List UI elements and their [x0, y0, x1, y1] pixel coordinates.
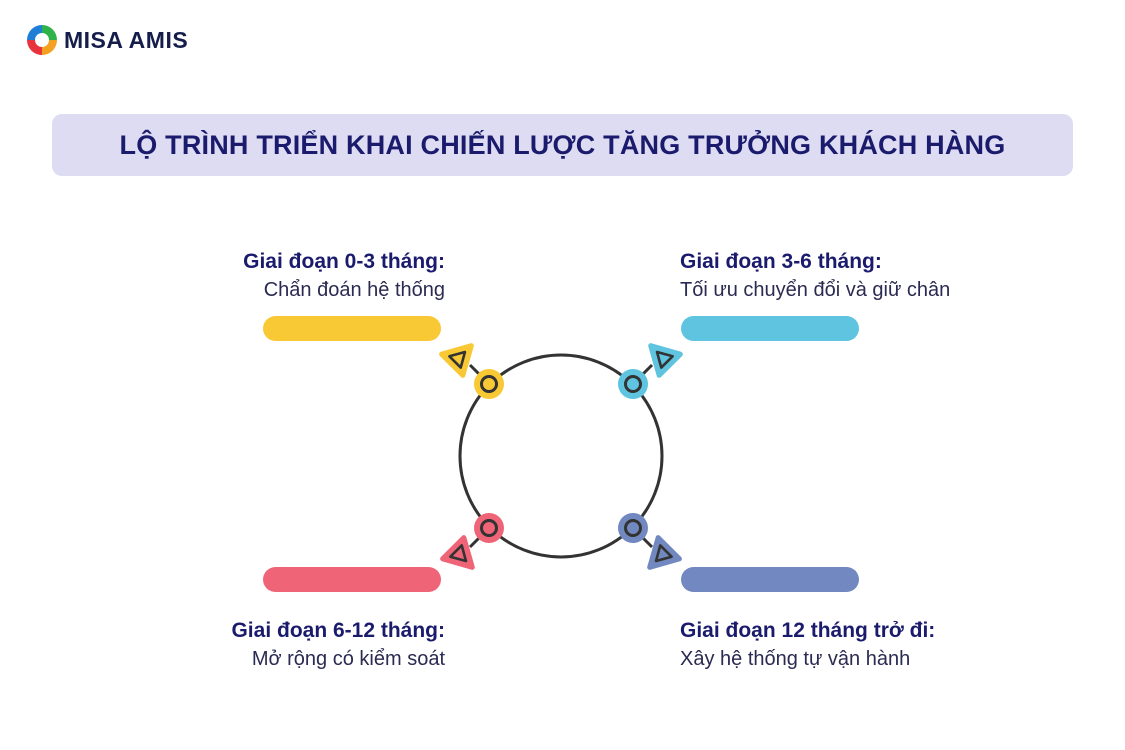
stage-4-heading: Giai đoạn 12 tháng trở đi:	[680, 619, 936, 642]
stage-3-heading: Giai đoạn 6-12 tháng:	[231, 619, 445, 642]
stage-1-label: Giai đoạn 0-3 tháng: Chẩn đoán hệ thống	[115, 248, 445, 304]
stage-4-arrow-icon	[647, 535, 682, 570]
stage-3-node-ring	[480, 519, 498, 537]
stage-1-node-ring	[480, 375, 498, 393]
stage-2-graphic	[618, 316, 859, 399]
stage-2-arrow-icon	[648, 343, 683, 378]
stage-3-label: Giai đoạn 6-12 tháng: Mở rộng có kiểm so…	[115, 617, 445, 673]
stage-3-subtitle: Mở rộng có kiểm soát	[251, 648, 445, 670]
stage-4-graphic	[618, 513, 859, 592]
stage-1-node	[474, 369, 504, 399]
stage-4-label: Giai đoạn 12 tháng trở đi: Xây hệ thống …	[680, 617, 1010, 673]
stage-4-node	[618, 513, 648, 543]
brand-logo: MISA AMIS	[24, 22, 188, 58]
stage-4-subtitle: Xây hệ thống tự vận hành	[680, 648, 911, 670]
stage-3-graphic	[263, 513, 504, 592]
stage-2-node-ring	[624, 375, 642, 393]
stage-2-label: Giai đoạn 3-6 tháng: Tối ưu chuyển đổi v…	[680, 248, 1010, 304]
stage-4-node-ring	[624, 519, 642, 537]
stage-1-heading: Giai đoạn 0-3 tháng:	[243, 250, 445, 273]
stage-1-bar	[263, 316, 441, 341]
misa-logo-icon	[27, 25, 57, 55]
stage-3-arrow-icon	[440, 535, 475, 570]
title-banner: LỘ TRÌNH TRIỂN KHAI CHIẾN LƯỢC TĂNG TRƯỞ…	[52, 114, 1073, 176]
stage-3-bar	[263, 567, 441, 592]
stage-3-node	[474, 513, 504, 543]
stage-1-subtitle: Chẩn đoán hệ thống	[263, 279, 445, 301]
stage-2-subtitle: Tối ưu chuyển đổi và giữ chân	[680, 279, 951, 301]
stage-1-graphic	[263, 316, 504, 399]
stage-2-bar	[681, 316, 859, 341]
stage-2-heading: Giai đoạn 3-6 tháng:	[680, 250, 882, 273]
page-title: LỘ TRÌNH TRIỂN KHAI CHIẾN LƯỢC TĂNG TRƯỞ…	[119, 129, 1006, 160]
brand-name: MISA AMIS	[64, 26, 189, 53]
center-circle	[458, 353, 664, 559]
stage-4-bar	[681, 567, 859, 592]
stage-1-arrow-icon	[439, 343, 474, 378]
stage-2-node	[618, 369, 648, 399]
